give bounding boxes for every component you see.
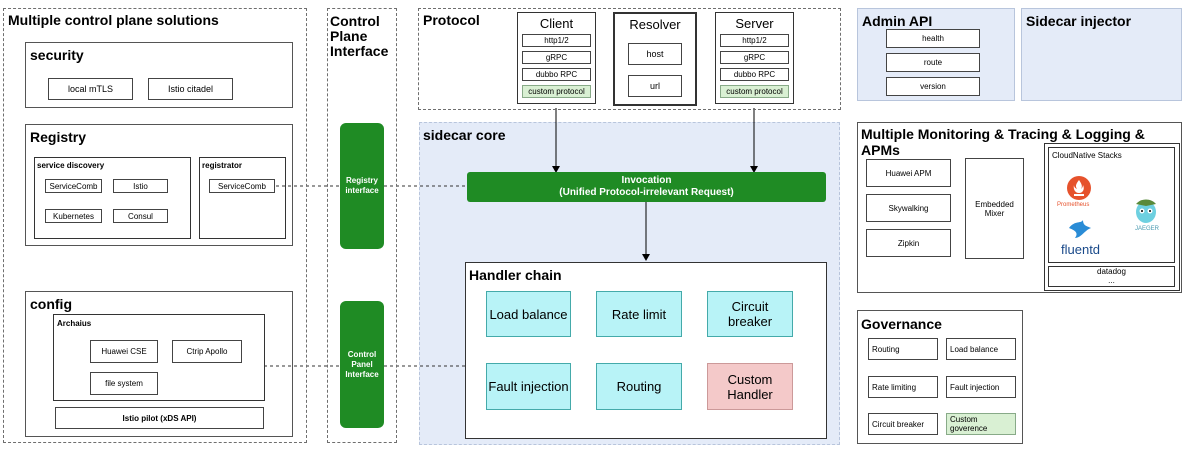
admin-api-panel: Admin API health route version	[857, 8, 1015, 101]
gov-load-balance: Load balance	[946, 338, 1016, 360]
resolver-host: host	[628, 43, 682, 65]
handler-chain-box: Handler chain Load balance Rate limit Ci…	[465, 262, 827, 439]
protocol-title: Protocol	[423, 12, 480, 28]
skywalking-box: Skywalking	[866, 194, 951, 222]
prometheus-logo	[1067, 176, 1091, 200]
sd-servicecomb: ServiceComb	[45, 179, 102, 193]
file-system-box: file system	[90, 372, 158, 395]
registry-title: Registry	[30, 129, 87, 145]
config-section: config Archaius Huawei CSE Ctrip Apollo …	[25, 291, 293, 437]
server-dubbo: dubbo RPC	[720, 68, 789, 81]
jaeger-label: JAEGER	[1135, 226, 1160, 232]
server-box: Server http1/2 gRPC dubbo RPC custom pro…	[715, 12, 794, 104]
admin-api-title: Admin API	[862, 13, 933, 29]
resolver-url: url	[628, 75, 682, 97]
sidecar-injector-panel: Sidecar injector	[1021, 8, 1182, 101]
registry-interface: Registry interface	[340, 123, 384, 249]
local-mtls-box: local mTLS	[48, 78, 133, 100]
gov-routing: Routing	[868, 338, 938, 360]
fluentd-bird-icon	[1069, 220, 1091, 238]
handler-rate-limit: Rate limit	[596, 291, 682, 337]
security-section: security local mTLS Istio citadel	[25, 42, 293, 108]
client-grpc: gRPC	[522, 51, 591, 64]
fluentd-label: fluentd	[1061, 242, 1101, 257]
service-discovery-box: service discovery ServiceComb Istio Kube…	[34, 157, 191, 239]
gov-circuit-breaker: Circuit breaker	[868, 413, 938, 435]
service-discovery-title: service discovery	[37, 161, 105, 170]
client-dubbo: dubbo RPC	[522, 68, 591, 81]
prometheus-flame-icon	[1073, 180, 1084, 196]
sd-kubernetes: Kubernetes	[45, 209, 102, 223]
more-label: ...	[1108, 276, 1115, 285]
control-plane-interface-panel: Control Plane Interface	[327, 8, 397, 443]
handler-load-balance: Load balance	[486, 291, 571, 337]
datadog-label: datadog	[1097, 267, 1126, 276]
istio-pilot-box: Istio pilot (xDS API)	[55, 407, 264, 429]
admin-health: health	[886, 29, 980, 48]
handler-routing: Routing	[596, 363, 682, 410]
jaeger-gopher-icon	[1136, 199, 1156, 223]
server-custom-protocol: custom protocol	[720, 85, 789, 98]
cpi-title: Control Plane Interface	[330, 13, 389, 59]
handler-chain-title: Handler chain	[469, 267, 562, 283]
gov-rate-limiting: Rate limiting	[868, 376, 938, 398]
registrator-servicecomb: ServiceComb	[209, 179, 275, 193]
registrator-title: registrator	[202, 161, 243, 170]
datadog-box: datadog ...	[1048, 266, 1175, 287]
invocation-bar: Invocation (Unified Protocol-irrelevant …	[467, 172, 826, 202]
client-http: http1/2	[522, 34, 591, 47]
admin-route: route	[886, 53, 980, 72]
embedded-mixer-box: Embedded Mixer	[965, 158, 1024, 259]
server-grpc: gRPC	[720, 51, 789, 64]
sd-istio: Istio	[113, 179, 168, 193]
server-http: http1/2	[720, 34, 789, 47]
cloudnative-inner: CloudNative Stacks Prometheus fluentd	[1048, 147, 1175, 263]
panel-title: Multiple control plane solutions	[8, 12, 219, 28]
archaius-box: Archaius Huawei CSE Ctrip Apollo file sy…	[53, 314, 265, 401]
monitoring-title: Multiple Monitoring & Tracing & Logging …	[861, 126, 1145, 158]
client-box: Client http1/2 gRPC dubbo RPC custom pro…	[517, 12, 596, 104]
invocation-subtitle: (Unified Protocol-irrelevant Request)	[559, 187, 734, 198]
fluentd-logo	[1067, 218, 1093, 245]
invocation-title: Invocation	[621, 175, 672, 186]
monitoring-panel: Multiple Monitoring & Tracing & Logging …	[857, 122, 1182, 293]
handler-fault-injection: Fault injection	[486, 363, 571, 410]
gov-fault-injection: Fault injection	[946, 376, 1016, 398]
jaeger-logo	[1133, 196, 1159, 231]
security-title: security	[30, 47, 84, 63]
registrator-box: registrator ServiceComb	[199, 157, 286, 239]
archaius-title: Archaius	[57, 319, 92, 328]
cloudnative-title: CloudNative Stacks	[1052, 151, 1122, 160]
huawei-cse-box: Huawei CSE	[90, 340, 158, 363]
control-plane-solutions-panel: Multiple control plane solutions	[3, 8, 307, 443]
cloudnative-stacks-box: CloudNative Stacks Prometheus fluentd	[1044, 143, 1180, 291]
sd-consul: Consul	[113, 209, 168, 223]
config-title: config	[30, 296, 72, 312]
governance-panel: Governance Routing Load balance Rate lim…	[857, 310, 1023, 444]
zipkin-box: Zipkin	[866, 229, 951, 257]
client-custom-protocol: custom protocol	[522, 85, 591, 98]
control-panel-interface: Control Panel Interface	[340, 301, 384, 428]
sidecar-injector-title: Sidecar injector	[1026, 13, 1132, 29]
server-title: Server	[735, 16, 774, 31]
handler-circuit-breaker: Circuit breaker	[707, 291, 793, 337]
protocol-panel: Protocol	[418, 8, 841, 110]
handler-custom: Custom Handler	[707, 363, 793, 410]
admin-version: version	[886, 77, 980, 96]
registry-section: Registry service discovery ServiceComb I…	[25, 124, 293, 246]
gov-custom-goverence: Custom goverence	[946, 413, 1016, 435]
prometheus-label: Prometheus	[1057, 202, 1090, 208]
governance-title: Governance	[861, 316, 942, 332]
client-title: Client	[539, 16, 574, 31]
ctrip-apollo-box: Ctrip Apollo	[172, 340, 242, 363]
resolver-title: Resolver	[629, 17, 681, 32]
resolver-box: Resolver host url	[613, 12, 697, 106]
huawei-apm-box: Huawei APM	[866, 159, 951, 187]
istio-citadel-box: Istio citadel	[148, 78, 233, 100]
